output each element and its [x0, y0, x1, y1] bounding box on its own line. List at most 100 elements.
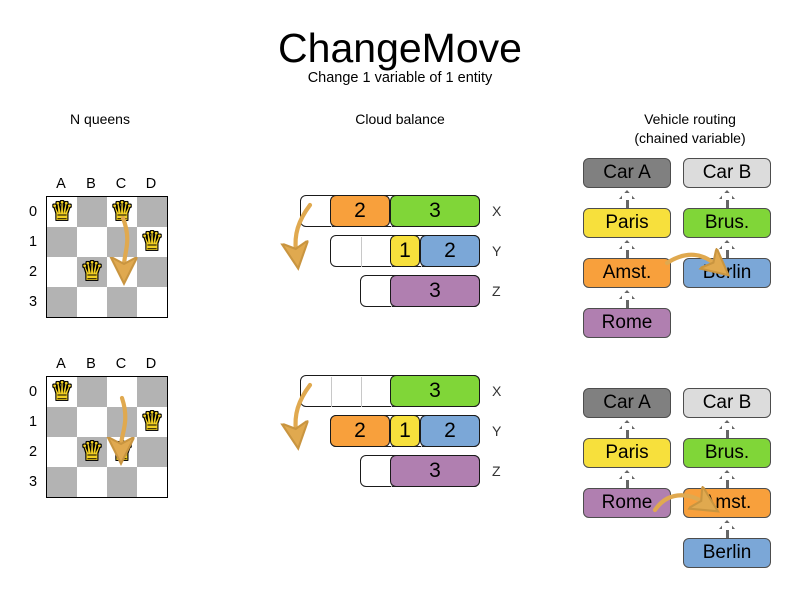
- vrp-stop-amst-[interactable]: Amst.: [583, 258, 671, 288]
- vrp-chain-link: [625, 297, 629, 308]
- cloud-process-3[interactable]: 3: [390, 195, 480, 227]
- board-cell-B2[interactable]: [77, 437, 107, 467]
- vrp-vehicle-car-b[interactable]: Car B: [683, 158, 771, 188]
- board-cell-A2[interactable]: [47, 257, 77, 287]
- vrp-vehicle-car-a[interactable]: Car A: [583, 388, 671, 418]
- cloud-process-1[interactable]: 1: [390, 235, 420, 267]
- cloud-computer-label-x: X: [492, 203, 502, 219]
- vrp-heading-line2: (chained variable): [634, 130, 746, 146]
- board-cell-B0[interactable]: [77, 197, 107, 227]
- cloud-process-2[interactable]: 2: [330, 195, 390, 227]
- board-cell-C3[interactable]: [107, 467, 137, 497]
- board-cell-A1[interactable]: [47, 227, 77, 257]
- board-cell-A2[interactable]: [47, 437, 77, 467]
- cloud-process-3[interactable]: 3: [390, 375, 480, 407]
- board-cell-A1[interactable]: [47, 407, 77, 437]
- board-rank-label-1: 1: [28, 234, 38, 250]
- cloud-computer-label-y: Y: [492, 243, 502, 259]
- vrp-chain-link: [625, 197, 629, 208]
- cloud-process-3[interactable]: 3: [390, 275, 480, 307]
- vrp-stop-brus-[interactable]: Brus.: [683, 208, 771, 238]
- board-cell-D3[interactable]: [137, 467, 167, 497]
- cloud-computer-label-z: Z: [492, 463, 501, 479]
- vrp-stop-brus-[interactable]: Brus.: [683, 438, 771, 468]
- cloud-unit-divider: [361, 237, 362, 267]
- cloud-process-2[interactable]: 2: [330, 415, 390, 447]
- board-cell-C2[interactable]: [107, 257, 137, 287]
- board-cell-D2[interactable]: [137, 437, 167, 467]
- vrp-vehicle-car-b[interactable]: Car B: [683, 388, 771, 418]
- vrp-chain-link: [625, 247, 629, 258]
- board-cell-D0[interactable]: [137, 377, 167, 407]
- cloud-process-2[interactable]: 2: [420, 235, 480, 267]
- board-cell-D2[interactable]: [137, 257, 167, 287]
- board-cell-D3[interactable]: [137, 287, 167, 317]
- vrp-stop-rome[interactable]: Rome: [583, 308, 671, 338]
- vrp-stop-paris[interactable]: Paris: [583, 208, 671, 238]
- board-cell-C1[interactable]: [107, 407, 137, 437]
- board-cell-B1[interactable]: [77, 407, 107, 437]
- vrp-chain-arrowhead: [619, 190, 635, 200]
- board-cell-B2[interactable]: [77, 257, 107, 287]
- board-cell-B0[interactable]: [77, 377, 107, 407]
- vrp-chain-arrowhead: [719, 420, 735, 430]
- board-rank-label-3: 3: [28, 474, 38, 490]
- vrp-vehicle-car-a[interactable]: Car A: [583, 158, 671, 188]
- board-cell-D0[interactable]: [137, 197, 167, 227]
- board-cell-C1[interactable]: [107, 227, 137, 257]
- board-cell-A3[interactable]: [47, 287, 77, 317]
- vrp-chain-link: [625, 427, 629, 438]
- board-cell-B1[interactable]: [77, 227, 107, 257]
- cloud-process-1[interactable]: 1: [390, 415, 420, 447]
- board-file-label-c: C: [115, 176, 127, 192]
- board-cell-B3[interactable]: [77, 287, 107, 317]
- cloud-unit-divider: [361, 377, 362, 407]
- board-cell-C2[interactable]: [107, 437, 137, 467]
- board-file-label-b: B: [86, 176, 96, 192]
- vrp-chain-link: [725, 527, 729, 538]
- vrp-chain-arrowhead: [619, 240, 635, 250]
- board-cell-A0[interactable]: [47, 377, 77, 407]
- cloud-computer-label-y: Y: [492, 423, 502, 439]
- board-file-label-b: B: [86, 356, 96, 372]
- board-cell-C0[interactable]: [107, 377, 137, 407]
- cloud-computer-label-z: Z: [492, 283, 501, 299]
- vrp-stop-amst-[interactable]: Amst.: [683, 488, 771, 518]
- vrp-chain-arrowhead: [719, 240, 735, 250]
- board-file-label-d: D: [145, 176, 157, 192]
- vrp-stop-rome[interactable]: Rome: [583, 488, 671, 518]
- board-cell-D1[interactable]: [137, 407, 167, 437]
- vrp-chain-arrowhead: [719, 470, 735, 480]
- board-cell-A0[interactable]: [47, 197, 77, 227]
- board-cell-D1[interactable]: [137, 227, 167, 257]
- vrp-chain-link: [725, 427, 729, 438]
- board-cell-C3[interactable]: [107, 287, 137, 317]
- vrp-chain-arrowhead: [619, 470, 635, 480]
- vrp-chain-link: [725, 197, 729, 208]
- board-rank-label-0: 0: [28, 384, 38, 400]
- board-cell-C0[interactable]: [107, 197, 137, 227]
- board-cell-A3[interactable]: [47, 467, 77, 497]
- cloud-process-3[interactable]: 3: [390, 455, 480, 487]
- page-title: ChangeMove: [278, 25, 522, 71]
- vrp-stop-berlin[interactable]: Berlin: [683, 538, 771, 568]
- vrp-chain-arrowhead: [619, 290, 635, 300]
- board-rank-label-2: 2: [28, 264, 38, 280]
- board-file-label-c: C: [115, 356, 127, 372]
- section-heading-vehicle-routing: Vehicle routing (chained variable): [590, 110, 790, 148]
- vrp-stop-paris[interactable]: Paris: [583, 438, 671, 468]
- board-cell-B3[interactable]: [77, 467, 107, 497]
- cloud-process-2[interactable]: 2: [420, 415, 480, 447]
- board-file-label-d: D: [145, 356, 157, 372]
- vrp-stop-berlin[interactable]: Berlin: [683, 258, 771, 288]
- cloud-unit-divider: [331, 377, 332, 407]
- board-rank-label-3: 3: [28, 294, 38, 310]
